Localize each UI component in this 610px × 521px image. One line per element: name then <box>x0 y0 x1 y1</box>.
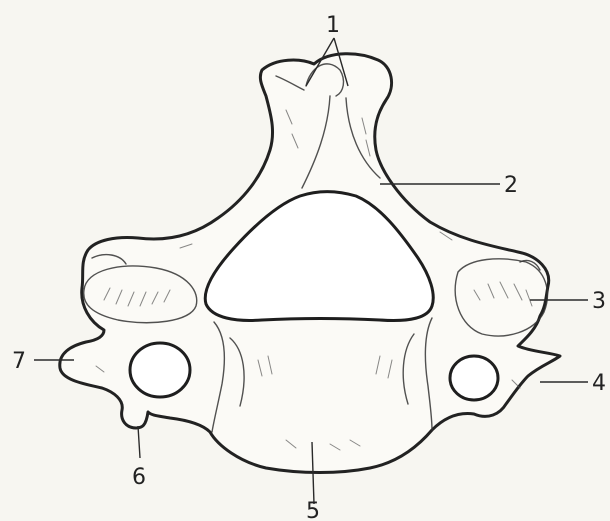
label-5: 5 <box>306 499 320 521</box>
label-2: 2 <box>504 173 518 198</box>
label-1: 1 <box>326 13 340 38</box>
right-transverse-foramen <box>450 356 498 400</box>
leader-6 <box>138 426 140 458</box>
label-4: 4 <box>592 371 606 396</box>
label-7: 7 <box>12 349 26 374</box>
left-transverse-foramen <box>130 343 190 397</box>
label-6: 6 <box>132 465 146 490</box>
label-3: 3 <box>592 289 606 314</box>
